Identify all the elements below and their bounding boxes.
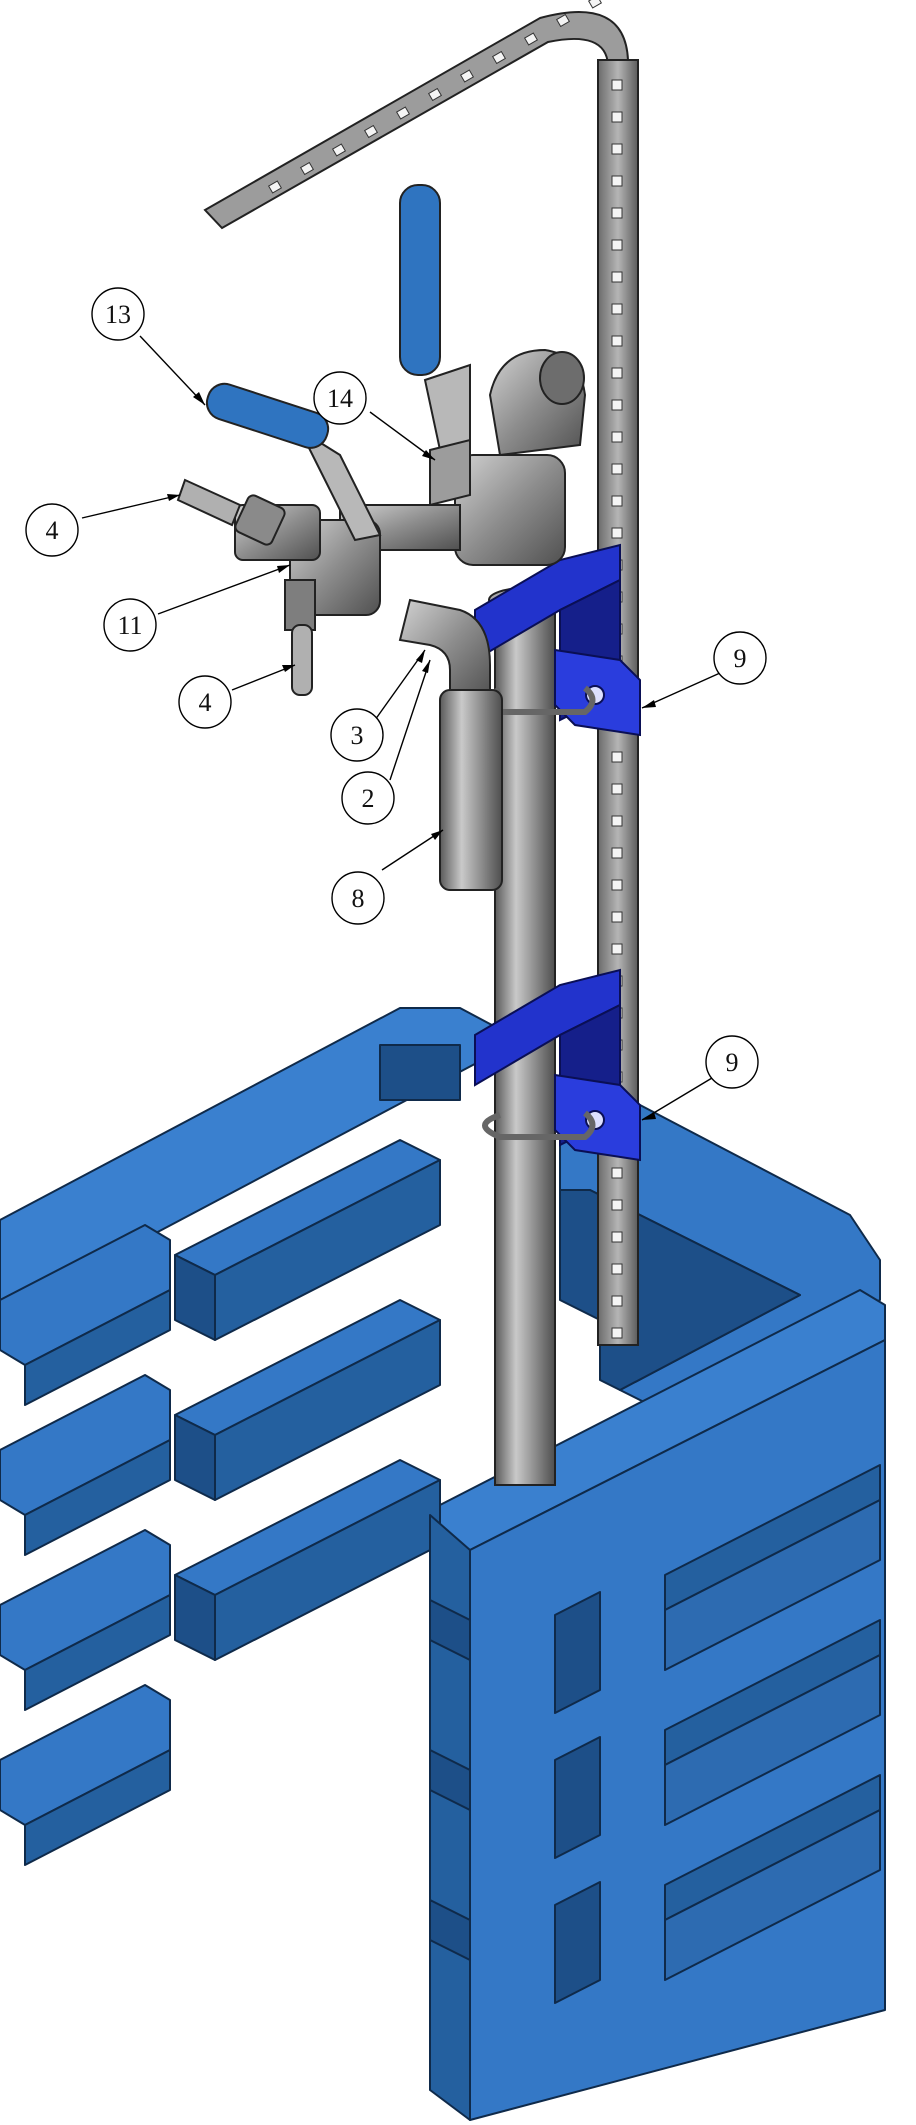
rail-slot <box>611 399 623 411</box>
rail-top-slot <box>395 106 411 120</box>
rail-top-slot <box>523 32 539 46</box>
main-valve-lever <box>423 363 471 452</box>
rail-top-slot <box>587 0 603 9</box>
u-bolt-lower <box>482 1110 596 1140</box>
rail-top-slot <box>299 161 315 176</box>
rail-slot <box>611 879 623 891</box>
rail-slot <box>611 431 623 443</box>
rail-top-slot <box>267 180 283 194</box>
main-valve-body <box>454 454 566 566</box>
frame-front-slots <box>554 1464 881 2004</box>
balloon-8: 8 <box>331 871 385 925</box>
balloon-2: 2 <box>341 771 395 825</box>
balloon-circle <box>705 1035 759 1089</box>
rail-slot <box>611 175 623 187</box>
balloon-label: 4 <box>46 516 59 545</box>
compression-nut <box>234 494 286 546</box>
balloon-9: 9 <box>713 631 767 685</box>
blue-frame <box>0 1007 886 2121</box>
rail-top-slot <box>459 69 475 83</box>
balloon-label: 14 <box>327 384 353 413</box>
rail-slot <box>611 303 623 315</box>
bracket-upper <box>474 543 641 737</box>
rail-slot <box>611 815 623 827</box>
frame-front-left-teeth <box>429 1599 471 1961</box>
rail-slot <box>611 495 623 507</box>
drain-fitting <box>284 579 316 631</box>
rail-slot <box>611 1327 623 1339</box>
callouts <box>81 335 721 1121</box>
balloon-14: 14 <box>313 371 367 425</box>
sample-tube <box>176 478 242 527</box>
balloon-4: 4 <box>25 503 79 557</box>
frame-back-beam-inner <box>379 1044 461 1101</box>
main-valve-handle-grip <box>399 184 441 376</box>
balloon-circle <box>91 287 145 341</box>
rail-slot <box>611 1295 623 1307</box>
balloon-circle <box>341 771 395 825</box>
balloon-9: 9 <box>705 1035 759 1089</box>
balloon-label: 11 <box>117 611 142 640</box>
balloon-label: 4 <box>199 688 212 717</box>
rail-top-slot <box>555 13 571 28</box>
rail-slot <box>611 911 623 923</box>
frame-left-rails <box>0 1224 171 1866</box>
top-elbow-port <box>539 351 585 405</box>
leader-arrowheads <box>167 392 656 1120</box>
balloon-circle <box>178 675 232 729</box>
rail-slot <box>611 847 623 859</box>
rail-slot <box>611 463 623 475</box>
rail-top-slot <box>331 143 347 157</box>
frame-inner-blocks <box>174 1139 441 1661</box>
drain-tube <box>291 624 313 696</box>
balloon-layer: 13 14 4 11 4 3 2 8 9 9 <box>25 287 767 1089</box>
frame-front-left-edge <box>429 1514 471 2121</box>
rail-top-slot <box>491 50 507 65</box>
rail-top-slots <box>267 0 603 194</box>
balloon-circle <box>313 371 367 425</box>
rail-slot <box>611 239 623 251</box>
rail-slot <box>611 1199 623 1211</box>
filter-cartridge <box>439 689 503 891</box>
rail-slot <box>611 943 623 955</box>
rail-slot <box>611 1167 623 1179</box>
balloon-label: 2 <box>362 784 375 813</box>
rail-top-slot <box>427 87 443 102</box>
balloon-label: 9 <box>726 1048 739 1077</box>
rail-slot <box>611 335 623 347</box>
balloon-circle <box>713 631 767 685</box>
bracket-lower <box>474 968 641 1162</box>
balloon-circle <box>103 598 157 652</box>
rail-top-slot <box>363 124 379 139</box>
balloon-13: 13 <box>91 287 145 341</box>
rail-slot <box>611 79 623 91</box>
balloon-label: 3 <box>351 721 364 750</box>
valve-assembly <box>176 184 587 891</box>
rail-slot <box>611 1231 623 1243</box>
balloon-4: 4 <box>178 675 232 729</box>
rail-slot <box>611 271 623 283</box>
balloon-circle <box>330 708 384 762</box>
ball-valve-lever <box>297 427 382 542</box>
balloon-11: 11 <box>103 598 157 652</box>
balloon-3: 3 <box>330 708 384 762</box>
rail-slot <box>611 1263 623 1275</box>
ball-valve-handle-grip <box>205 382 330 449</box>
rail-slot <box>611 111 623 123</box>
balloon-circle <box>331 871 385 925</box>
rail-slot <box>611 143 623 155</box>
tag-plate <box>429 438 471 507</box>
balloon-label: 13 <box>105 300 131 329</box>
balloon-label: 9 <box>734 644 747 673</box>
rail-slot <box>611 783 623 795</box>
rail-slot <box>611 751 623 763</box>
rail-slot <box>611 527 623 539</box>
rail-slot <box>611 207 623 219</box>
balloon-label: 8 <box>352 884 365 913</box>
rail-slot <box>611 367 623 379</box>
balloon-circle <box>25 503 79 557</box>
